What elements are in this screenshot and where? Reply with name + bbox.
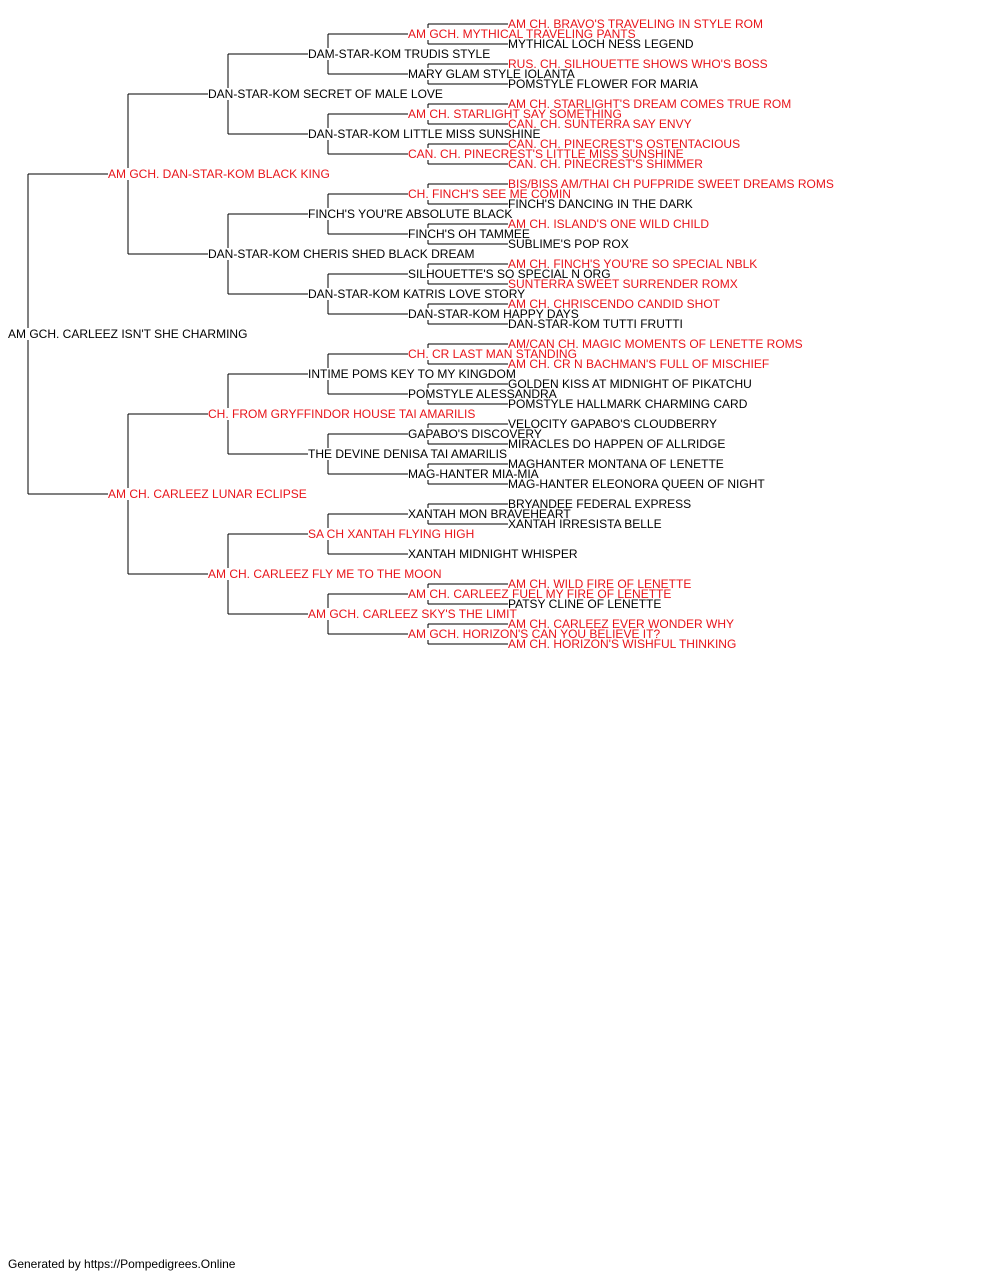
dog-name-ancestor: MAG-HANTER MIA-MIA	[408, 467, 539, 481]
dog-name-ancestor: RUS. CH. SILHOUETTE SHOWS WHO'S BOSS	[508, 57, 768, 71]
dog-name-ancestor: CH. FROM GRYFFINDOR HOUSE TAI AMARILIS	[208, 407, 475, 421]
pedigree-labels: AM GCH. CARLEEZ ISN'T SHE CHARMING AM GCH…	[8, 17, 834, 651]
dog-name-ancestor: MAGHANTER MONTANA OF LENETTE	[508, 457, 724, 471]
dog-name-ancestor: DAN-STAR-KOM SECRET OF MALE LOVE	[208, 87, 443, 101]
dog-name-ancestor: CAN. CH. PINECREST'S SHIMMER	[508, 157, 703, 171]
dog-name-ancestor: CAN. CH. SUNTERRA SAY ENVY	[508, 117, 692, 131]
dog-name-ancestor: THE DEVINE DENISA TAI AMARILIS	[308, 447, 507, 461]
dog-name-ancestor: AM CH. CARLEEZ FUEL MY FIRE OF LENETTE	[408, 587, 671, 601]
dog-name-ancestor: AM CH. WILD FIRE OF LENETTE	[508, 577, 691, 591]
dog-name-ancestor: CAN. CH. PINECREST'S OSTENTACIOUS	[508, 137, 740, 151]
dog-name-ancestor: AM CH. STARLIGHT SAY SOMETHING	[408, 107, 622, 121]
dog-name-ancestor: POMSTYLE FLOWER FOR MARIA	[508, 77, 698, 91]
dog-name-ancestor: SUBLIME'S POP ROX	[508, 237, 629, 251]
dog-name-ancestor: CH. FINCH'S SEE ME COMIN	[408, 187, 571, 201]
dog-name-ancestor: FINCH'S YOU'RE ABSOLUTE BLACK	[308, 207, 512, 221]
dog-name-ancestor: BIS/BISS AM/THAI CH PUFPRIDE SWEET DREAM…	[508, 177, 834, 191]
dog-name-ancestor: FINCH'S OH TAMMEE	[408, 227, 530, 241]
dog-name-ancestor: MIRACLES DO HAPPEN OF ALLRIDGE	[508, 437, 725, 451]
pedigree-connectors	[27, 23, 508, 645]
dog-name-ancestor: AM GCH. CARLEEZ SKY'S THE LIMIT	[308, 607, 517, 621]
dog-name-ancestor: CAN. CH. PINECREST'S LITTLE MISS SUNSHIN…	[408, 147, 684, 161]
dog-name-ancestor: AM CH. FINCH'S YOU'RE SO SPECIAL NBLK	[508, 257, 757, 271]
dog-name-ancestor: PATSY CLINE OF LENETTE	[508, 597, 661, 611]
dog-name-ancestor: SILHOUETTE'S SO SPECIAL N ORG	[408, 267, 611, 281]
dog-name-ancestor: XANTAH MIDNIGHT WHISPER	[408, 547, 578, 561]
dog-name-ancestor: AM CH. ISLAND'S ONE WILD CHILD	[508, 217, 709, 231]
dog-name-ancestor: XANTAH IRRESISTA BELLE	[508, 517, 662, 531]
dog-name-ancestor: AM GCH. DAN-STAR-KOM BLACK KING	[108, 167, 330, 181]
dog-name-ancestor: POMSTYLE HALLMARK CHARMING CARD	[508, 397, 748, 411]
dog-name-ancestor: GAPABO'S DISCOVERY	[408, 427, 542, 441]
dog-name-subject: AM GCH. CARLEEZ ISN'T SHE CHARMING	[8, 327, 247, 341]
dog-name-ancestor: BRYANDEE FEDERAL EXPRESS	[508, 497, 691, 511]
dog-name-ancestor: DAN-STAR-KOM CHERIS SHED BLACK DREAM	[208, 247, 474, 261]
dog-name-ancestor: DAN-STAR-KOM KATRIS LOVE STORY	[308, 287, 525, 301]
dog-name-ancestor: POMSTYLE ALESSANDRA	[408, 387, 557, 401]
dog-name-ancestor: SA CH XANTAH FLYING HIGH	[308, 527, 474, 541]
dog-name-ancestor: AM/CAN CH. MAGIC MOMENTS OF LENETTE ROMS	[508, 337, 803, 351]
dog-name-ancestor: INTIME POMS KEY TO MY KINGDOM	[308, 367, 516, 381]
dog-name-ancestor: AM CH. CARLEEZ EVER WONDER WHY	[508, 617, 734, 631]
dog-name-ancestor: GOLDEN KISS AT MIDNIGHT OF PIKATCHU	[508, 377, 752, 391]
dog-name-ancestor: XANTAH MON BRAVEHEART	[408, 507, 571, 521]
dog-name-ancestor: DAN-STAR-KOM HAPPY DAYS	[408, 307, 579, 321]
dog-name-ancestor: AM CH. CARLEEZ LUNAR ECLIPSE	[108, 487, 307, 501]
dog-name-ancestor: AM GCH. HORIZON'S CAN YOU BELIEVE IT?	[408, 627, 660, 641]
dog-name-ancestor: DAM-STAR-KOM TRUDIS STYLE	[308, 47, 490, 61]
dog-name-ancestor: MAG-HANTER ELEONORA QUEEN OF NIGHT	[508, 477, 765, 491]
dog-name-ancestor: AM CH. CHRISCENDO CANDID SHOT	[508, 297, 721, 311]
dog-name-ancestor: FINCH'S DANCING IN THE DARK	[508, 197, 693, 211]
dog-name-ancestor: SUNTERRA SWEET SURRENDER ROMX	[508, 277, 738, 291]
dog-name-ancestor: DAN-STAR-KOM LITTLE MISS SUNSHINE	[308, 127, 540, 141]
dog-name-ancestor: CH. CR LAST MAN STANDING	[408, 347, 577, 361]
footer-credit: Generated by https://Pompedigrees.Online	[8, 1257, 236, 1271]
dog-name-ancestor: AM CH. STARLIGHT'S DREAM COMES TRUE ROM	[508, 97, 791, 111]
dog-name-ancestor: DAN-STAR-KOM TUTTI FRUTTI	[508, 317, 683, 331]
dog-name-ancestor: MYTHICAL LOCH NESS LEGEND	[508, 37, 694, 51]
dog-name-ancestor: AM CH. CR N BACHMAN'S FULL OF MISCHIEF	[508, 357, 769, 371]
dog-name-ancestor: AM CH. CARLEEZ FLY ME TO THE MOON	[208, 567, 442, 581]
dog-name-ancestor: AM GCH. MYTHICAL TRAVELING PANTS	[408, 27, 636, 41]
dog-name-ancestor: AM CH. HORIZON'S WISHFUL THINKING	[508, 637, 736, 651]
dog-name-ancestor: MARY GLAM STYLE IOLANTA	[408, 67, 575, 81]
dog-name-ancestor: VELOCITY GAPABO'S CLOUDBERRY	[508, 417, 717, 431]
dog-name-ancestor: AM CH. BRAVO'S TRAVELING IN STYLE ROM	[508, 17, 763, 31]
